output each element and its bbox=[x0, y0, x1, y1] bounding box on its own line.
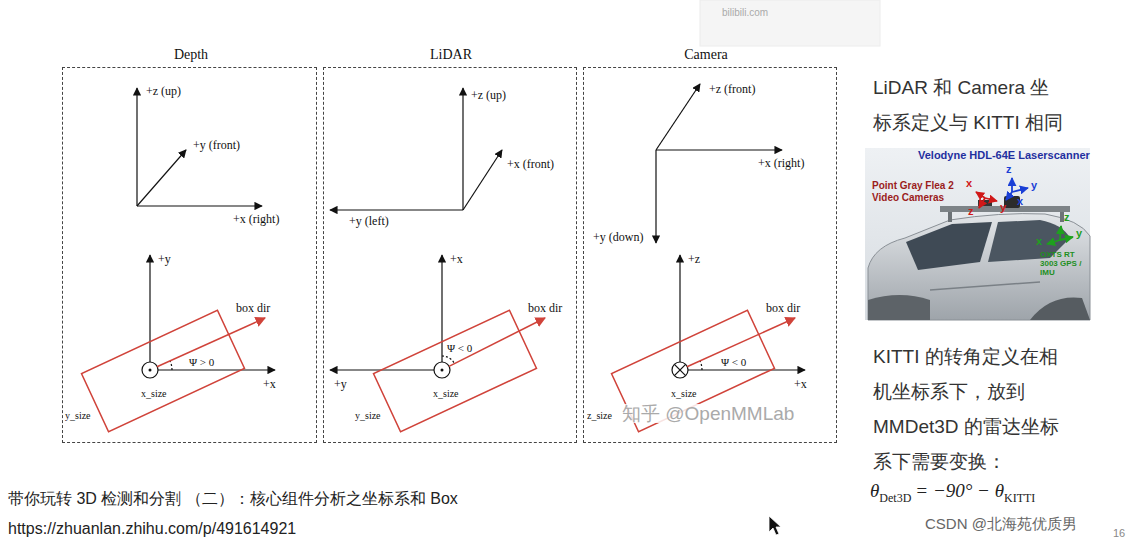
size-label: x_size bbox=[433, 389, 459, 399]
axis-label: +z (up) bbox=[146, 85, 181, 97]
sensor-label: OXTS RT 3003 GPS / IMU bbox=[1040, 250, 1084, 278]
axis-letter: z bbox=[968, 206, 974, 217]
size-label: x_size bbox=[671, 389, 697, 399]
note-text: LiDAR 和 Camera 坐标系定义与 KITTI 相同 bbox=[873, 70, 1068, 140]
axis-label: +y bbox=[158, 253, 171, 265]
size-label: y_size bbox=[355, 411, 381, 421]
size-label: x_size bbox=[141, 389, 167, 399]
direction-label: box dir bbox=[766, 302, 800, 314]
popup-text: bilibili.com bbox=[722, 8, 768, 18]
formula-text: = −90° − θ bbox=[915, 480, 1004, 502]
formula-symbol: θ bbox=[870, 480, 879, 502]
panel-title: Depth bbox=[174, 48, 208, 62]
panel-title: Camera bbox=[684, 48, 728, 62]
axis-label: +y (front) bbox=[193, 139, 240, 151]
sensor-label: Velodyne HDL-64E Laserscanner bbox=[918, 150, 1090, 161]
coordinate-panel: LiDAR+z (up)+x (front)+y (left)+x+ybox d… bbox=[323, 67, 577, 443]
panel-title: LiDAR bbox=[430, 48, 472, 62]
angle-label: Ψ < 0 bbox=[721, 357, 746, 368]
note-text: KITTI 的转角定义在相机坐标系下，放到 MMDet3D 的雷达坐标系下需要变… bbox=[873, 339, 1068, 479]
angle-label: Ψ < 0 bbox=[447, 343, 472, 354]
axis-letter: x bbox=[1036, 236, 1042, 247]
axis-label: +x bbox=[794, 378, 807, 390]
axis-label: +z bbox=[688, 253, 700, 265]
axis-label: +z (front) bbox=[709, 83, 755, 95]
formula-subscript: Det3D bbox=[879, 491, 911, 506]
angle-label: Ψ > 0 bbox=[189, 357, 214, 368]
axis-letter: y bbox=[1076, 228, 1082, 239]
direction-label: box dir bbox=[236, 302, 270, 314]
page-number: 16 bbox=[1113, 528, 1125, 539]
caption: 带你玩转 3D 检测和分割 （二）：核心组件分析之坐标系和 Box bbox=[8, 491, 458, 507]
watermark: CSDN @北海苑优质男 bbox=[925, 516, 1077, 531]
axis-label: +y bbox=[334, 378, 347, 390]
sensor-label: Point Gray Flea 2 Video Cameras bbox=[872, 180, 964, 203]
source-url: https://zhuanlan.zhihu.com/p/491614921 bbox=[8, 521, 296, 537]
axis-letter: y bbox=[1031, 180, 1037, 191]
axis-label: +z (up) bbox=[471, 89, 506, 101]
size-label: y_size bbox=[65, 411, 91, 421]
axis-letter: z bbox=[1006, 164, 1012, 175]
size-label: z_size bbox=[587, 411, 612, 421]
axis-label: +x (right) bbox=[233, 213, 279, 225]
formula: θDet3D= −90° − θKITTI bbox=[870, 480, 1039, 502]
axis-letter: x bbox=[1017, 196, 1023, 207]
coordinate-panel: Depth+z (up)+y (front)+x (right)+y+xbox … bbox=[62, 67, 317, 443]
direction-label: box dir bbox=[528, 302, 562, 314]
axis-label: +y (down) bbox=[593, 231, 643, 243]
axis-letter: z bbox=[1064, 212, 1070, 223]
axis-label: +x bbox=[263, 378, 276, 390]
coordinate-panel: Camera+z (front)+x (right)+y (down)+z+xb… bbox=[583, 67, 837, 443]
formula-subscript: KITTI bbox=[1004, 491, 1035, 506]
axis-letter: x bbox=[966, 178, 972, 189]
axis-label: +x (front) bbox=[507, 158, 554, 170]
axis-label: +x (right) bbox=[758, 157, 804, 169]
axis-label: +x bbox=[450, 253, 463, 265]
watermark: 知乎 @OpenMMLab bbox=[622, 404, 794, 423]
axis-letter: y bbox=[1000, 202, 1006, 213]
axis-label: +y (left) bbox=[349, 215, 389, 227]
